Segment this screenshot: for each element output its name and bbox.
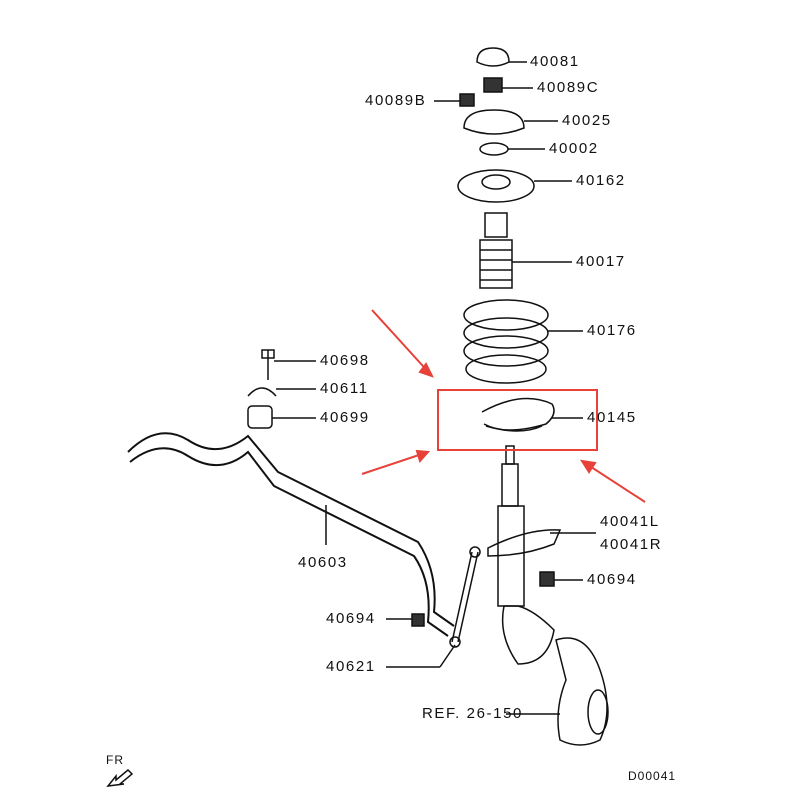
part-40176-spring xyxy=(463,299,549,384)
part-40145-spring-pad xyxy=(481,397,555,432)
label-40698: 40698 xyxy=(320,352,370,369)
diagram-id: D00041 xyxy=(628,769,677,783)
highlight-annotation xyxy=(361,309,646,503)
label-40621: 40621 xyxy=(326,658,376,675)
label-40081: 40081 xyxy=(530,53,580,70)
part-40698-bolt xyxy=(261,349,275,380)
highlight-box xyxy=(437,389,598,451)
label-40089c: 40089C xyxy=(537,79,600,96)
knuckle-ref xyxy=(555,637,608,746)
leader-lines xyxy=(272,61,596,715)
label-40694-left: 40694 xyxy=(326,610,376,627)
part-40694-nut-left xyxy=(411,613,425,627)
part-40025-mount xyxy=(463,109,525,135)
label-40603: 40603 xyxy=(298,554,348,571)
part-40621-link xyxy=(451,551,479,643)
label-ref: REF. 26-150 xyxy=(422,705,523,722)
part-40162-seat xyxy=(457,169,535,203)
label-40041r: 40041R xyxy=(600,536,663,553)
label-40176: 40176 xyxy=(587,322,637,339)
fr-arrow-icon xyxy=(106,768,134,787)
label-fr: FR xyxy=(106,753,124,767)
label-40041l: 40041L xyxy=(600,513,660,530)
part-40041-strut xyxy=(487,445,562,665)
red-arrow xyxy=(371,309,433,377)
part-40694-nut-right xyxy=(539,571,555,587)
label-40162: 40162 xyxy=(576,172,626,189)
part-40603-stabilizer-bar xyxy=(127,432,455,637)
label-40699: 40699 xyxy=(320,409,370,426)
part-40699-bushing xyxy=(247,405,273,429)
part-40002-bearing xyxy=(479,142,509,156)
label-40025: 40025 xyxy=(562,112,612,129)
label-40017: 40017 xyxy=(576,253,626,270)
part-40611-bracket xyxy=(247,387,277,397)
label-40611: 40611 xyxy=(320,380,369,397)
label-40145: 40145 xyxy=(587,409,637,426)
red-arrow xyxy=(361,451,429,475)
label-40694-right: 40694 xyxy=(587,571,637,588)
label-40002: 40002 xyxy=(549,140,599,157)
part-40081-cap xyxy=(476,47,510,67)
label-40089b: 40089B xyxy=(365,92,427,109)
part-40017-boot xyxy=(479,212,513,289)
part-40089c-nut xyxy=(483,77,503,93)
part-40089b-nut xyxy=(459,93,475,107)
